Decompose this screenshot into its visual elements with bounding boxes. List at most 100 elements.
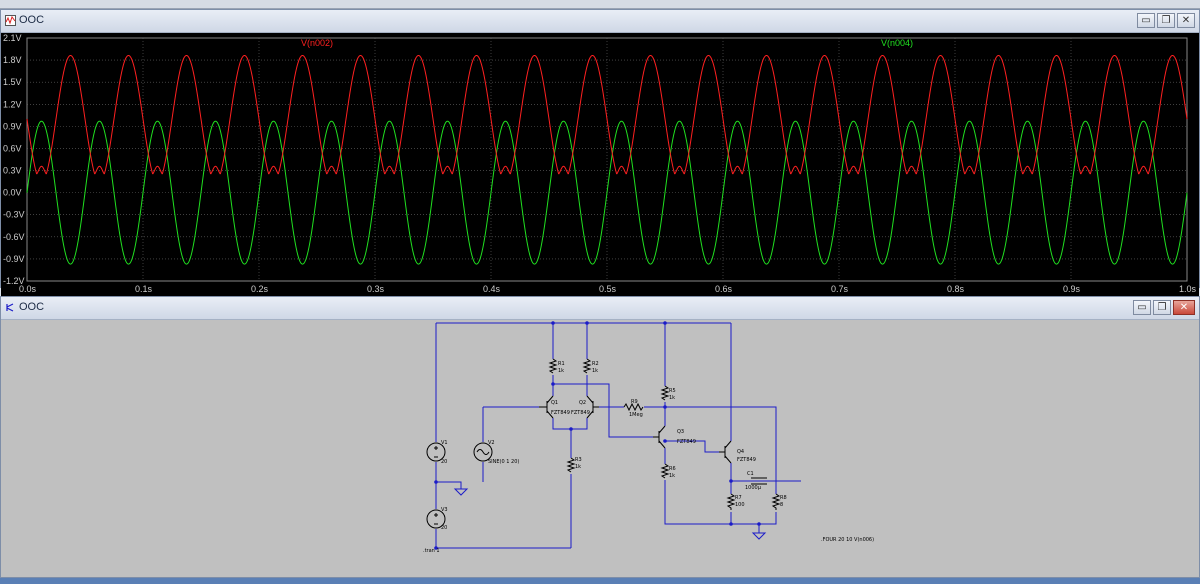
- x-tick-label: 0.3s: [367, 284, 385, 294]
- schematic-window-title: OOC: [19, 301, 45, 313]
- component-labels: R1 1k R2 1k R5 1k R9 1Meg Q1 FZT849 Q2 F…: [423, 361, 874, 554]
- waveform-restore-button[interactable]: ❐: [1157, 13, 1175, 28]
- y-tick-label: -1.2V: [3, 276, 25, 286]
- V2-value: SINE(0 1 20): [488, 459, 519, 465]
- R3-value: 1k: [575, 464, 581, 470]
- R3-name: R3: [575, 457, 582, 463]
- four-directive: .FOUR 20 10 V(n006): [821, 537, 874, 543]
- C1-name: C1: [747, 471, 754, 477]
- junction-dots: [434, 321, 761, 550]
- resistor-R6-symbol[interactable]: [660, 463, 670, 479]
- R1-value: 1k: [558, 368, 564, 374]
- schematic-close-button[interactable]: ✕: [1173, 300, 1195, 315]
- R7-value: 100: [735, 502, 745, 508]
- resistor-R8-symbol[interactable]: [771, 493, 781, 510]
- transistor-Q2-symbol[interactable]: [586, 395, 599, 419]
- R2-name: R2: [592, 361, 599, 367]
- source-V1-symbol[interactable]: [426, 442, 446, 462]
- y-tick-label: -0.6V: [3, 232, 25, 242]
- y-tick-label: 2.1V: [3, 33, 22, 43]
- x-tick-label: 0.1s: [135, 284, 153, 294]
- R1-name: R1: [558, 361, 565, 367]
- Q3-value: FZT849: [677, 439, 696, 445]
- y-tick-label: 0.9V: [3, 121, 22, 131]
- series-v-n004-trace[interactable]: [26, 120, 1188, 265]
- waveform-plot[interactable]: 2.1V 1.8V 1.5V 1.2V 0.9V 0.6V 0.3V 0.0V -0.3V -0.…: [1, 33, 1199, 298]
- legend-v-n004[interactable]: V(n004): [881, 38, 913, 48]
- waveform-close-button[interactable]: ✕: [1177, 13, 1195, 28]
- R2-value: 1k: [592, 368, 598, 374]
- Q2-value: FZT849: [571, 410, 590, 416]
- resistor-R3-symbol[interactable]: [566, 457, 576, 473]
- waveform-titlebar: OOC ▭ ❐ ✕: [1, 10, 1199, 33]
- x-tick-label: 0.0s: [19, 284, 37, 294]
- x-tick-label: 0.5s: [599, 284, 617, 294]
- transistor-Q4-symbol[interactable]: [719, 440, 732, 464]
- x-tick-label: 0.8s: [947, 284, 965, 294]
- y-tick-label: 1.8V: [3, 55, 22, 65]
- resistor-R2-symbol[interactable]: [582, 358, 592, 374]
- x-tick-label: 0.6s: [715, 284, 733, 294]
- R5-name: R5: [669, 388, 676, 394]
- y-tick-label: 0.6V: [3, 143, 22, 153]
- R9-value: 1Meg: [629, 412, 643, 418]
- schematic-wires[interactable]: [435, 322, 801, 549]
- y-tick-label: 1.5V: [3, 77, 22, 87]
- x-tick-label: 0.2s: [251, 284, 269, 294]
- schematic-window: OOC ▭ ❐ ✕: [0, 296, 1200, 578]
- Q1-value: FZT849: [551, 410, 570, 416]
- schematic-canvas[interactable]: R1 1k R2 1k R5 1k R9 1Meg Q1 FZT849 Q2 F…: [1, 320, 1199, 577]
- x-tick-label: 0.7s: [831, 284, 849, 294]
- R6-name: R6: [669, 466, 676, 472]
- source-V2-symbol[interactable]: [473, 442, 493, 462]
- transistor-Q3-symbol[interactable]: [653, 425, 666, 449]
- document-tab-strip: [0, 0, 1200, 9]
- tran-directive: .tran 1: [423, 548, 440, 554]
- resistor-R5-symbol[interactable]: [660, 385, 670, 401]
- source-V3-symbol[interactable]: [426, 509, 446, 529]
- V2-name: V2: [488, 440, 495, 446]
- waveform-plot-area[interactable]: 2.1V 1.8V 1.5V 1.2V 0.9V 0.6V 0.3V 0.0V -0.3V -0.…: [1, 33, 1199, 298]
- schematic-titlebar: OOC ▭ ❐ ✕: [1, 297, 1199, 320]
- schematic-window-icon: [6, 303, 14, 312]
- capacitor-C1-symbol[interactable]: [751, 477, 767, 485]
- ground-symbol-1: [453, 488, 469, 496]
- R8-value: 8: [780, 502, 783, 508]
- status-bar: [0, 578, 1200, 584]
- R7-name: R7: [735, 495, 742, 501]
- schematic-restore-button[interactable]: ❐: [1153, 300, 1171, 315]
- V1-value: 20: [441, 459, 447, 465]
- waveform-window-title: OOC: [19, 14, 45, 26]
- ground-symbol-2: [751, 532, 767, 540]
- R9-name: R9: [631, 399, 638, 405]
- resistor-R7-symbol[interactable]: [726, 493, 736, 510]
- series-v-n002-trace[interactable]: [26, 54, 1188, 175]
- R5-value: 1k: [669, 395, 675, 401]
- waveform-window-icon: [5, 15, 16, 26]
- waveform-window: OOC ▭ ❐ ✕ 2.1V 1.8V 1.5V 1.2V 0.9V 0.6V 0.3V 0.…: [0, 9, 1200, 298]
- y-tick-label: -0.3V: [3, 210, 25, 220]
- transistor-Q1-symbol[interactable]: [539, 395, 554, 419]
- x-tick-label: 0.4s: [483, 284, 501, 294]
- resistor-R1-symbol[interactable]: [548, 358, 558, 374]
- y-tick-label: 0.0V: [3, 188, 22, 198]
- y-tick-label: 0.3V: [3, 166, 22, 176]
- Q3-name: Q3: [677, 429, 684, 435]
- legend-v-n002[interactable]: V(n002): [301, 38, 333, 48]
- schematic-drawing[interactable]: R1 1k R2 1k R5 1k R9 1Meg Q1 FZT849 Q2 F…: [1, 320, 1199, 577]
- Q2-name: Q2: [579, 400, 586, 406]
- C1-value: 1000µ: [745, 485, 762, 491]
- Q4-value: FZT849: [737, 457, 756, 463]
- waveform-minimize-button[interactable]: ▭: [1137, 13, 1155, 28]
- Q4-name: Q4: [737, 449, 744, 455]
- R8-name: R8: [780, 495, 787, 501]
- y-tick-label: 1.2V: [3, 99, 22, 109]
- V3-name: V3: [441, 507, 448, 513]
- schematic-minimize-button[interactable]: ▭: [1133, 300, 1151, 315]
- Q1-name: Q1: [551, 400, 558, 406]
- resistor-R9-symbol[interactable]: [623, 402, 644, 412]
- R6-value: 1k: [669, 473, 675, 479]
- y-tick-label: -0.9V: [3, 254, 25, 264]
- V1-name: V1: [441, 440, 448, 446]
- x-tick-label: 1.0s: [1179, 284, 1197, 294]
